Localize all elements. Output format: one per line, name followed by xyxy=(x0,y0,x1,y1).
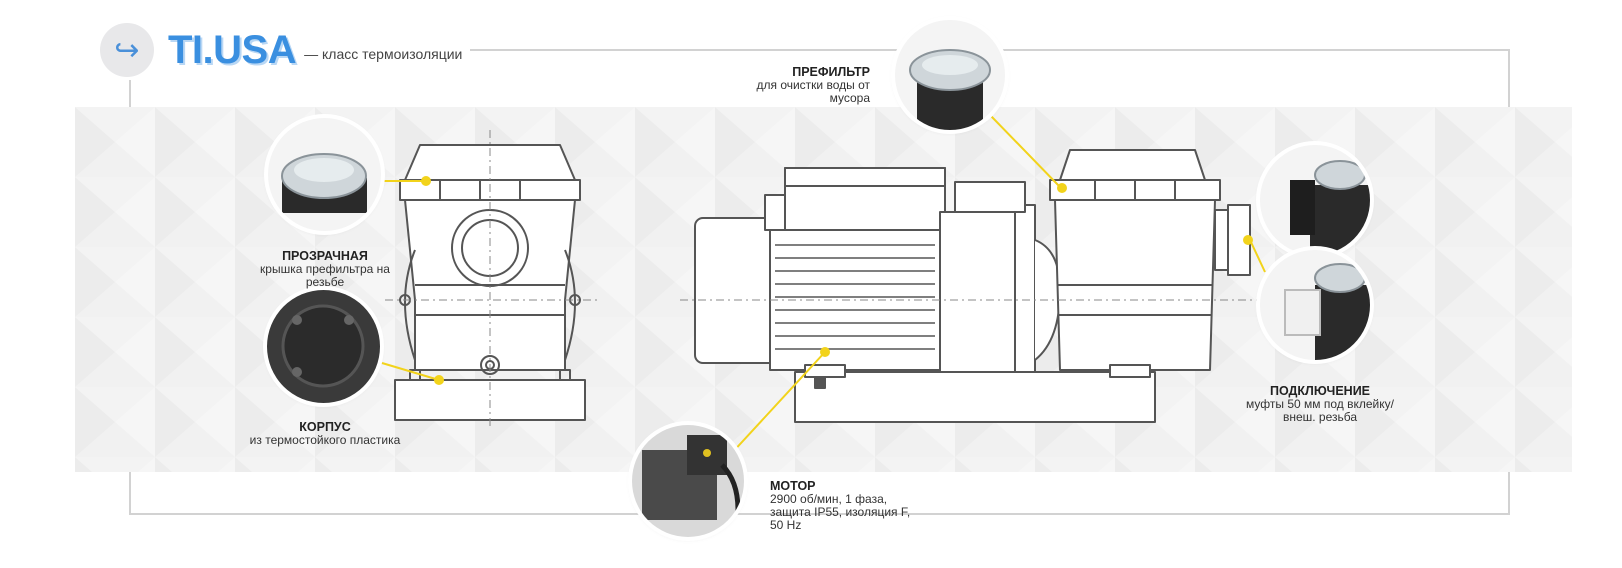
callout-dots xyxy=(421,176,1253,385)
callout-dot-motor xyxy=(820,347,830,357)
brand-logo[interactable]: TI.USA xyxy=(168,27,297,72)
callout-dot-prefilter xyxy=(1057,183,1067,193)
brand-header: ↪ TI.USA — класс термоизоляции xyxy=(100,20,471,80)
callout-coupling-desc-1: муфты 50 мм под вклейку/ xyxy=(1246,397,1394,411)
callout-dot-lid xyxy=(421,176,431,186)
callout-body-desc-1: из термостойкого пластика xyxy=(249,433,401,447)
callout-dot-coupling xyxy=(1243,235,1253,245)
callout-lid-title: ПРОЗРАЧНАЯ xyxy=(282,249,368,263)
callout-body: КОРПУС из термостойкого пластика xyxy=(235,421,415,447)
callout-coupling-desc-2: внеш. резьба xyxy=(1282,410,1358,424)
brand-tagline: — класс термоизоляции xyxy=(304,46,463,62)
callout-coupling: ПОДКЛЮЧЕНИЕ муфты 50 мм под вклейку/ вне… xyxy=(1230,385,1410,424)
callout-motor: МОТОР 2900 об/мин, 1 фаза, защита IP55, … xyxy=(770,480,950,532)
callout-lid: ПРОЗРАЧНАЯ крышка префильтра на резьбе xyxy=(240,250,410,289)
callout-lid-desc-1: крышка префильтра на xyxy=(260,262,390,276)
callout-leaders xyxy=(381,114,1266,456)
coupling-photo-1 xyxy=(1260,145,1370,255)
callout-body-title: КОРПУС xyxy=(299,420,351,434)
callout-lid-desc-2: резьбе xyxy=(305,275,345,289)
callout-prefilter: ПРЕФИЛЬТР для очистки воды от мусора xyxy=(740,66,870,105)
pump-side-view xyxy=(694,149,1251,423)
callout-coupling-title: ПОДКЛЮЧЕНИЕ xyxy=(1269,384,1371,398)
arrow-return-icon[interactable]: ↪ xyxy=(100,23,154,77)
callout-motor-desc-1: 2900 об/мин, 1 фаза, xyxy=(770,492,888,506)
callout-motor-title: МОТОР xyxy=(770,479,816,493)
callout-dot-body xyxy=(434,375,444,385)
coupling-photo-2 xyxy=(1260,250,1370,360)
callout-prefilter-desc-1: для очистки воды от xyxy=(756,78,870,92)
callout-motor-desc-2: защита IP55, изоляция F, xyxy=(770,505,911,519)
motor-photo xyxy=(632,425,744,537)
callout-prefilter-title: ПРЕФИЛЬТР xyxy=(792,65,870,79)
body-photo xyxy=(267,290,380,403)
lid-photo xyxy=(268,118,381,231)
callout-prefilter-desc-2: мусора xyxy=(829,91,870,105)
pump-front-view xyxy=(394,144,586,421)
callout-motor-desc-3: 50 Hz xyxy=(770,518,802,532)
prefilter-photo xyxy=(895,20,1005,130)
